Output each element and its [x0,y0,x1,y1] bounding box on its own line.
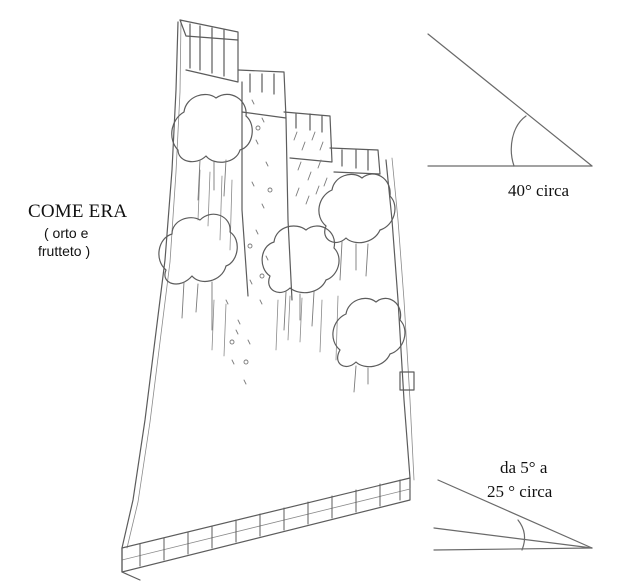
tree-canopy [261,225,340,294]
terraced-garden-block [121,19,415,581]
angle-diagram-bottom [433,479,593,551]
tree-canopy [332,297,406,368]
angle-diagram-top [427,33,593,167]
caption-subtitle: ( orto e frutteto ) [38,224,90,260]
tree-canopy [171,93,253,163]
caption-subtitle-line-1: ( orto e [44,225,89,241]
tree-canopy [318,173,396,244]
angle-top-label: 40° circa [508,181,570,200]
tree-canopy [158,213,238,285]
caption-title: COME ERA [28,201,128,222]
angle-bottom-label-line-1: da 5° a [499,458,548,477]
caption-subtitle-line-2: frutteto ) [38,243,91,259]
trees [158,93,406,393]
angle-bottom-label-line-2: 25 ° circa [487,482,553,501]
angle-bottom-label: da 5° a 25 ° circa [487,456,552,504]
